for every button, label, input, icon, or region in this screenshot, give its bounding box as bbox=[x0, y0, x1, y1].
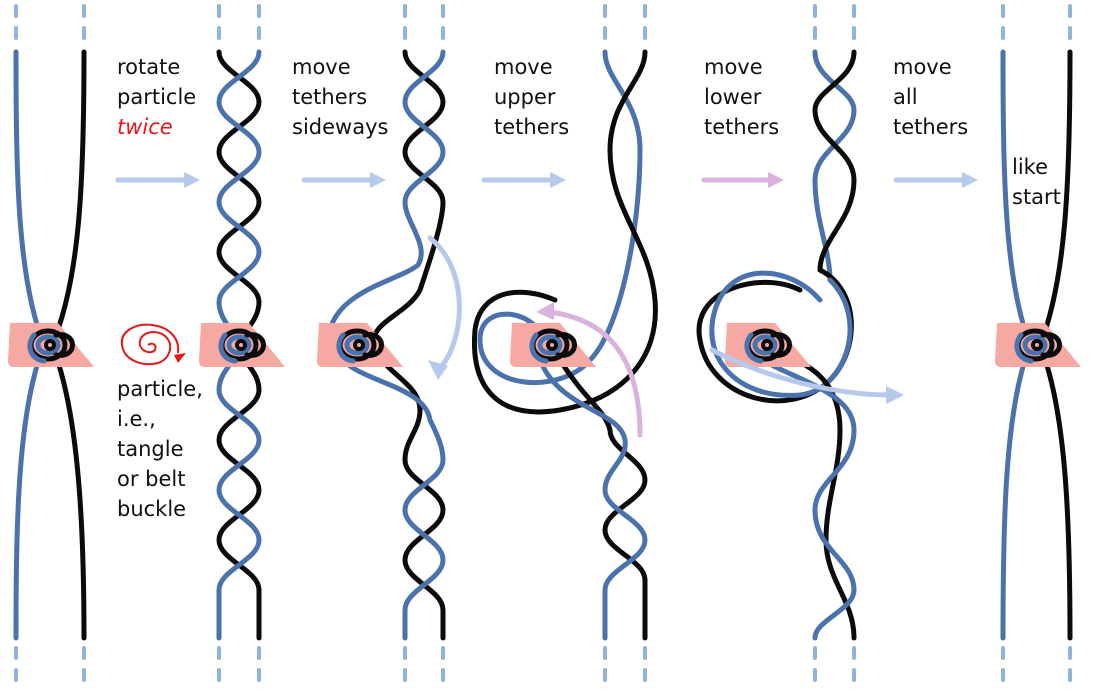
particle-tangle bbox=[8, 323, 94, 367]
step3-line2: upper bbox=[494, 85, 556, 109]
step1-label: rotate particle twice bbox=[117, 55, 196, 139]
particle-caption-line5: buckle bbox=[117, 497, 186, 521]
step5-label: move all tethers bbox=[893, 55, 968, 139]
step5-line1: move bbox=[893, 55, 952, 79]
step4-line3: tethers bbox=[704, 115, 779, 139]
tether-tail-marks bbox=[14, 4, 1072, 692]
step2-label: move tethers sideways bbox=[292, 55, 388, 139]
step3-line3: tethers bbox=[494, 115, 569, 139]
particle-tangle bbox=[317, 323, 403, 367]
step1-emphasis: twice bbox=[117, 115, 173, 139]
step3-label: move upper tethers bbox=[494, 55, 569, 139]
stage-sideways bbox=[317, 49, 446, 641]
particle-caption: particle, i.e., tangle or belt buckle bbox=[117, 377, 203, 521]
right-arrow-icon bbox=[893, 172, 978, 188]
step5-line3: tethers bbox=[893, 115, 968, 139]
stage-final bbox=[995, 49, 1081, 641]
step5-line2: all bbox=[893, 85, 918, 109]
right-arrow-icon bbox=[115, 172, 200, 188]
stage-start bbox=[8, 49, 94, 641]
particle-caption-line3: tangle bbox=[117, 437, 184, 461]
final-line2: start bbox=[1012, 185, 1061, 209]
curved-arrow-icon bbox=[427, 235, 462, 380]
step1-line2: particle bbox=[117, 85, 196, 109]
particle-caption-line4: or belt bbox=[117, 467, 185, 491]
particle-tangle bbox=[510, 323, 596, 367]
final-line1: like bbox=[1012, 155, 1048, 179]
particle-caption-line2: i.e., bbox=[117, 407, 156, 431]
red-spiral-icon bbox=[120, 323, 186, 366]
right-arrow-icon bbox=[301, 172, 386, 188]
step3-line1: move bbox=[494, 55, 553, 79]
step2-line1: move bbox=[292, 55, 351, 79]
step2-line2: tethers bbox=[292, 85, 367, 109]
step4-line1: move bbox=[704, 55, 763, 79]
curved-arrow-icon bbox=[709, 347, 904, 404]
step2-line3: sideways bbox=[292, 115, 388, 139]
step4-label: move lower tethers bbox=[704, 55, 779, 139]
stage-rotated bbox=[199, 49, 285, 641]
final-label: like start bbox=[1012, 155, 1061, 209]
stage-lower-moved bbox=[696, 49, 857, 641]
stage-upper-moved bbox=[471, 49, 658, 641]
right-arrow-icon bbox=[701, 172, 784, 188]
step-arrows bbox=[115, 172, 978, 438]
particle-caption-line1: particle, bbox=[117, 377, 203, 401]
particle-tangle bbox=[995, 323, 1081, 367]
step4-line2: lower bbox=[704, 85, 762, 109]
right-arrow-icon bbox=[481, 172, 566, 188]
curved-arrow-icon bbox=[536, 302, 643, 438]
step1-line1: rotate bbox=[117, 55, 180, 79]
particle-tangle bbox=[199, 323, 285, 367]
